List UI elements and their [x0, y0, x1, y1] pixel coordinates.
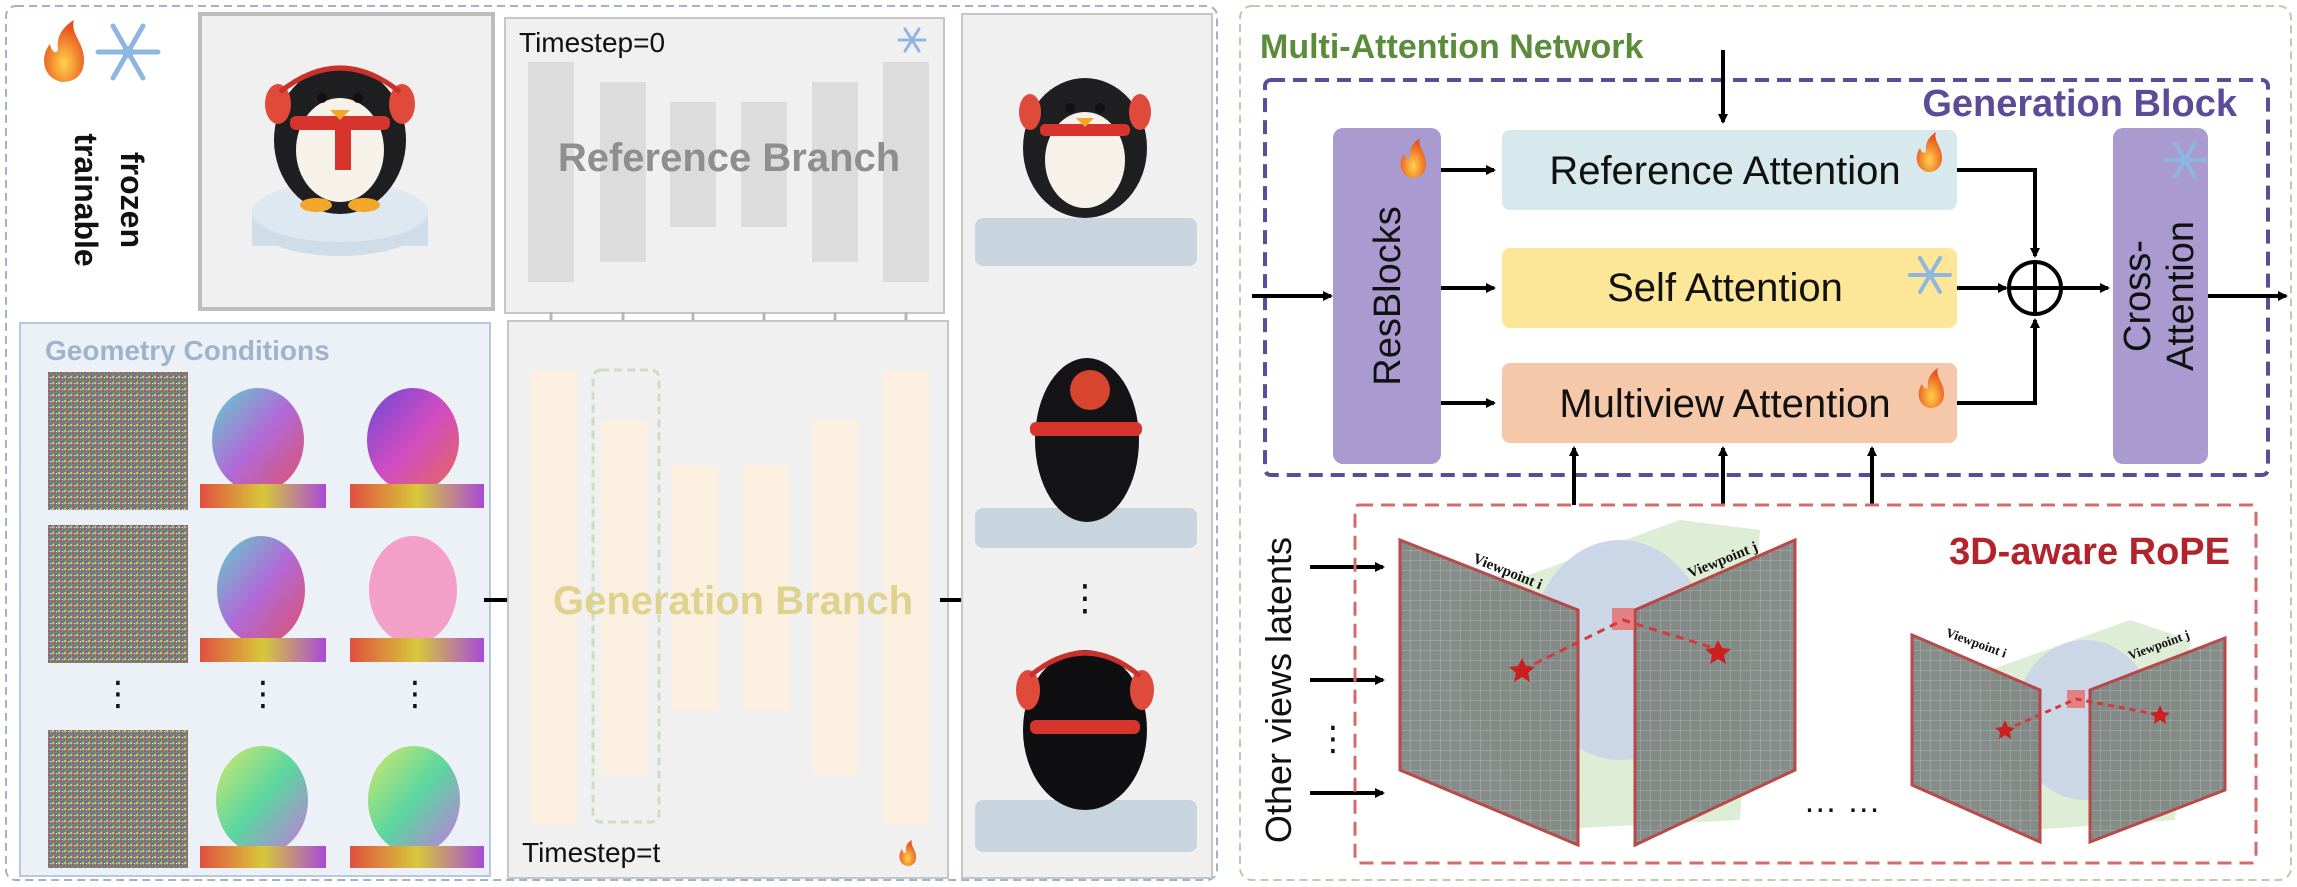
multiview-attention-label: Multiview Attention [1559, 382, 1890, 426]
legend-frozen: frozen [114, 152, 150, 248]
normal-map [200, 746, 326, 868]
penguin-output-front [975, 78, 1197, 266]
viewpoint-j-plane [2088, 635, 2227, 845]
fire-icon [44, 20, 84, 82]
reference-attention-fire-icon [1916, 132, 1942, 172]
reference-snowflake-icon [897, 27, 927, 53]
noise-latent [48, 525, 188, 663]
other-views-label: Other views latents [1258, 537, 1299, 843]
rope-box [1353, 503, 2258, 865]
rope-ellipsis: … … [1803, 782, 1880, 820]
generation-unet-bars [531, 370, 929, 825]
reference-attention-box [1502, 130, 1957, 210]
coordinate-map [350, 536, 484, 662]
self-attention-snowflake-icon [1908, 256, 1952, 294]
output-ellipsis: ⋮ [1067, 577, 1103, 618]
generation-highlight-box [591, 368, 661, 824]
plus-icon [2007, 260, 2063, 316]
geometry-ellipsis: ⋮ [101, 675, 135, 713]
cross-attention-box [2113, 128, 2208, 464]
rope-title: 3D-aware RoPE [1949, 531, 2230, 573]
self-attention-label: Self Attention [1607, 266, 1843, 310]
multi-attention-title: Multi-Attention Network [1260, 28, 1643, 66]
self-attention-box [1502, 248, 1957, 328]
resblocks-box [1333, 128, 1441, 464]
generation-block-title: Generation Block [1922, 83, 2237, 125]
normal-map [200, 536, 326, 662]
star-icon [1995, 720, 2015, 739]
arrow-ref-to-plus [1957, 168, 2040, 258]
reference-unet-bars [528, 62, 929, 282]
noise-latent [48, 372, 188, 510]
legend-trainable: trainable [68, 133, 104, 266]
geometry-rows: ⋮ ⋮ ⋮ [48, 372, 484, 868]
viewpoint-j-plane [1633, 537, 1797, 848]
arrow-mv-to-plus [1957, 318, 2040, 405]
cross-attention-label-2: Attention [2160, 221, 2202, 371]
geometry-conditions-title: Geometry Conditions [45, 335, 330, 366]
generation-branch-panel [507, 320, 949, 879]
coordinate-map [350, 746, 484, 868]
resblocks-label: ResBlocks [1367, 206, 1409, 386]
cross-attention-snowflake-icon [2163, 141, 2207, 179]
coordinate-map [350, 388, 484, 508]
latent-ellipsis: ⋮ [1316, 720, 1350, 758]
noise-latent [48, 730, 188, 868]
viewpoint-i-plane [1910, 632, 2042, 845]
star-icon [2150, 705, 2170, 724]
geometry-ellipsis: ⋮ [246, 675, 280, 713]
penguin-input-image [252, 65, 428, 256]
rope-illustration-small: Viewpoint i Viewpoint j [1910, 620, 2227, 845]
generation-timestep: Timestep=t [522, 837, 660, 868]
reference-timestep: Timestep=0 [519, 27, 665, 58]
multiview-attention-fire-icon [1918, 368, 1944, 408]
reference-branch-panel [504, 17, 945, 314]
generation-block [1263, 78, 2270, 477]
viewpoint-i-plane [1398, 537, 1580, 848]
legend [44, 20, 161, 82]
generation-branch-label: Generation Branch [553, 579, 913, 623]
resblocks-fire-icon [1400, 138, 1426, 178]
geometry-ellipsis: ⋮ [398, 675, 432, 713]
multiview-attention-box [1502, 363, 1957, 443]
star-icon [1705, 640, 1731, 664]
generation-fire-icon [899, 840, 916, 866]
snowflake-icon [95, 23, 161, 81]
normal-map [200, 388, 326, 508]
star-icon [1509, 658, 1535, 682]
output-views: ⋮ [975, 78, 1197, 852]
penguin-output-back [975, 650, 1197, 852]
rope-illustration-large: Viewpoint i Viewpoint j [1398, 520, 1797, 848]
reference-branch-label: Reference Branch [558, 136, 900, 180]
cross-attention-label-1: Cross- [2117, 240, 2159, 352]
reference-attention-label: Reference Attention [1549, 149, 1900, 193]
penguin-output-side [975, 358, 1197, 548]
